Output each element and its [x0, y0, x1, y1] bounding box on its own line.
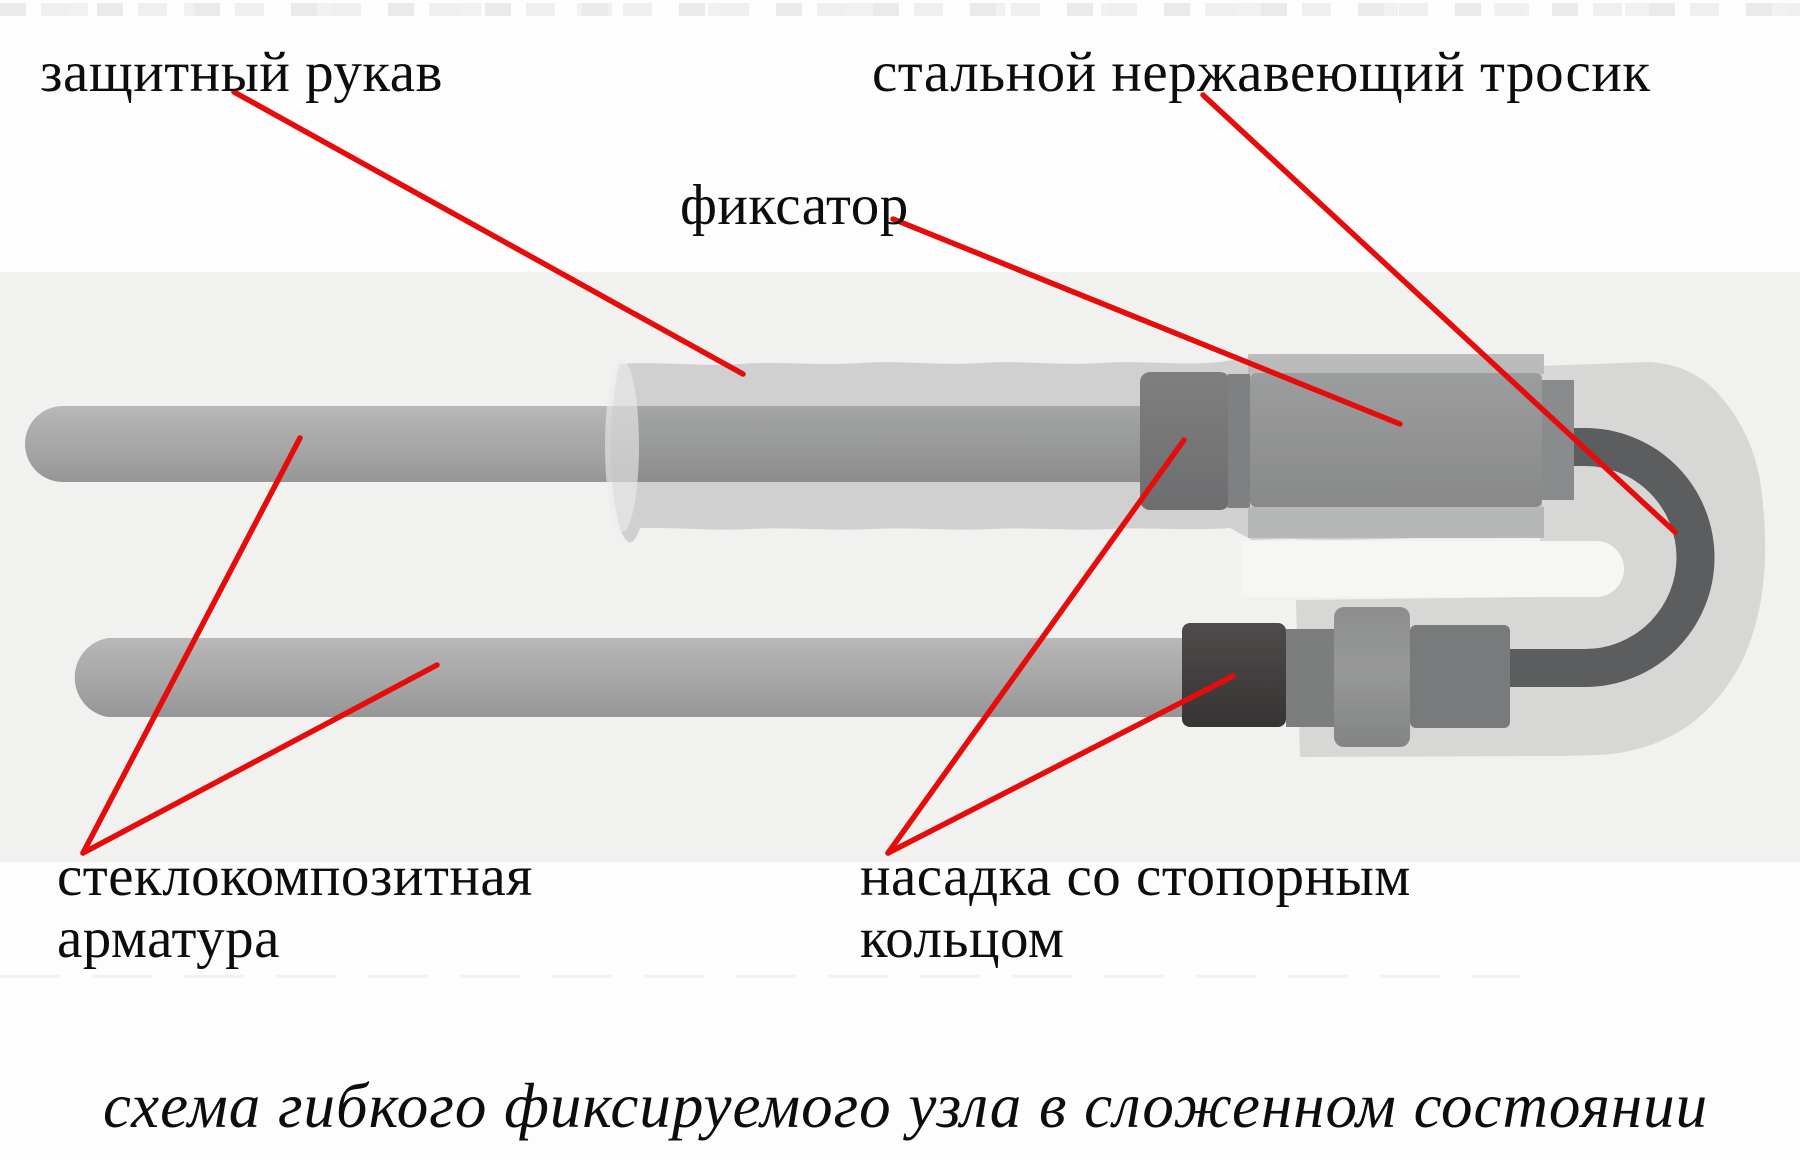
nozzle-right-collar [1410, 625, 1510, 728]
label-rebar-line2: арматура [57, 907, 280, 970]
leader-line-nozzle-collar [885, 437, 1187, 856]
leader-line-rebar-top [80, 435, 303, 856]
steel-cable-bend [1496, 428, 1715, 687]
sleeve-end-cap [605, 360, 639, 532]
leader-line-protective-sleeve [231, 89, 746, 377]
bottom-rebar-rod [74, 638, 1240, 717]
leader-line-rebar-bottom [80, 662, 440, 856]
nozzle-collar [1286, 629, 1334, 727]
bend-inner-cutout [1241, 541, 1624, 597]
jpeg-artifact-line [0, 975, 1520, 978]
label-rebar-line1: стеклокомпозитная [57, 845, 533, 908]
leader-line-fixator [890, 216, 1403, 427]
label-protective-sleeve: защитный рукав [40, 41, 443, 104]
figure-caption: схема гибкого фиксируемого узла в сложен… [103, 1071, 1709, 1141]
fixator-seam [1228, 374, 1250, 508]
label-fixator: фиксатор [680, 174, 909, 237]
fixator-block [1250, 373, 1542, 507]
sleeve-fringe-bottom [1248, 507, 1544, 538]
jpeg-artifact-strip [0, 3, 1800, 16]
leader-line-steel-cable [1200, 92, 1678, 535]
top-rebar-rod [25, 406, 1260, 482]
sleeve-fringe-top [1248, 354, 1544, 374]
label-nozzle-line1: насадка со стопорным [860, 845, 1411, 908]
leader-line-nozzle-body [885, 673, 1236, 856]
label-nozzle-line2: кольцом [860, 907, 1065, 970]
stop-ring [1334, 607, 1410, 747]
fixator-block-end [1542, 380, 1574, 500]
label-steel-cable: стальной нержавеющий тросик [872, 41, 1651, 104]
